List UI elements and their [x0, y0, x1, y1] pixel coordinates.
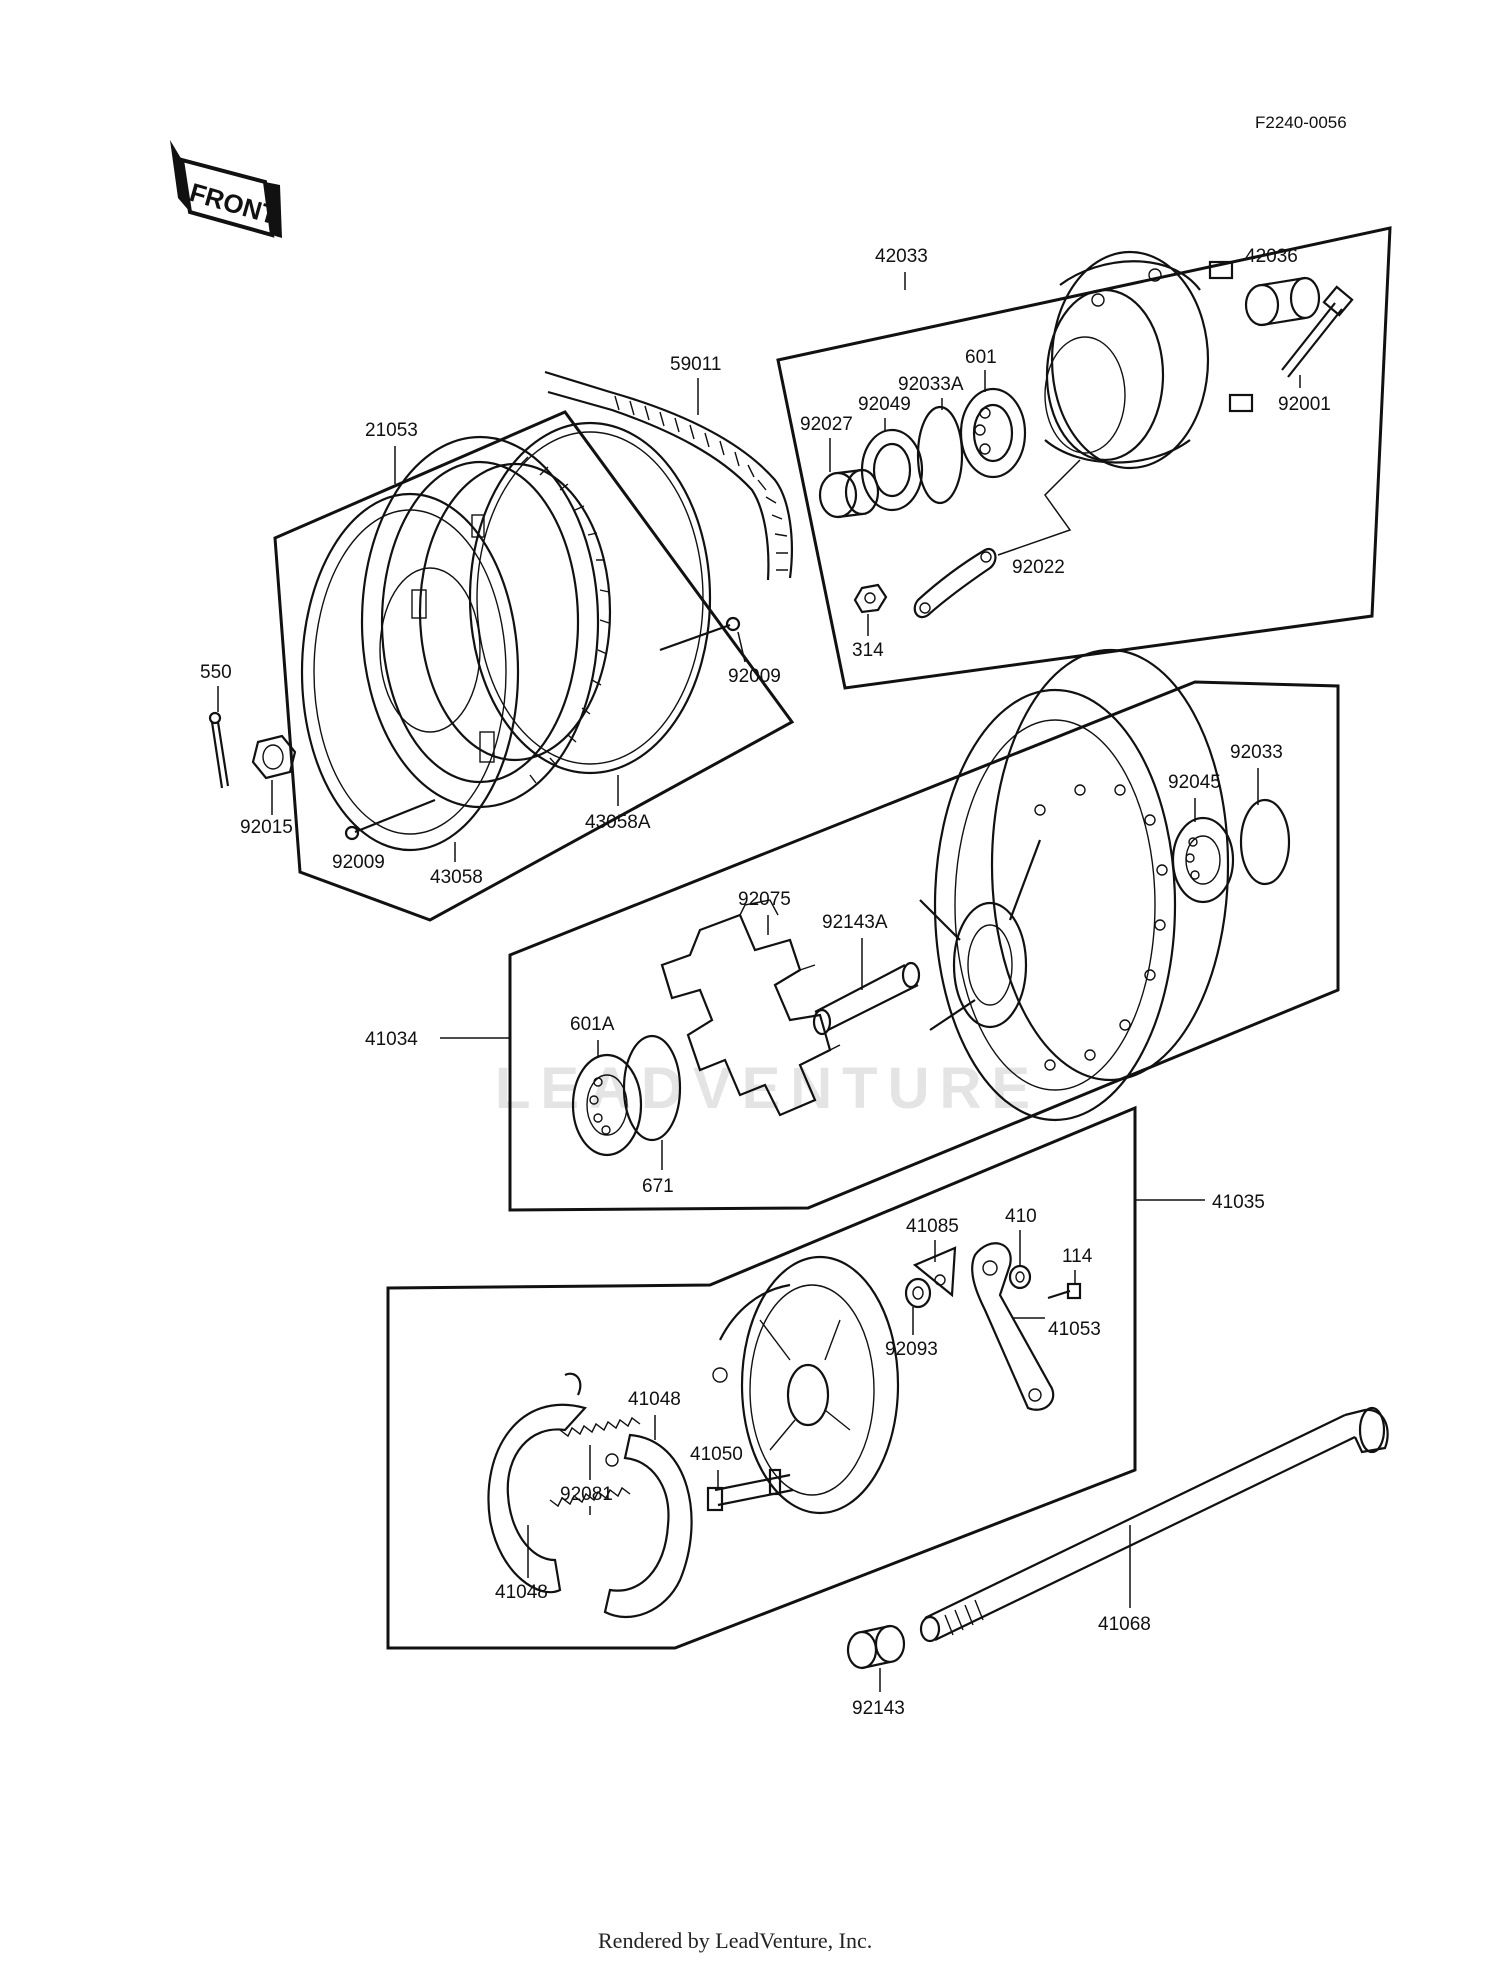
bushing-42036	[1244, 276, 1321, 327]
bolt-92001	[1281, 285, 1354, 378]
nut-314	[853, 583, 888, 614]
coupling-hub-42033	[1044, 250, 1254, 470]
label-92001: 92001	[1278, 394, 1331, 415]
front-direction-badge: FRONT	[170, 140, 282, 238]
label-92093: 92093	[885, 1339, 938, 1360]
circlip-92033	[1239, 798, 1291, 886]
label-92033A: 92033A	[898, 374, 964, 395]
axle-41068	[919, 1406, 1389, 1643]
label-41048-right: 41048	[628, 1389, 681, 1410]
washer-410	[1008, 1264, 1032, 1290]
label-41068: 41068	[1098, 1614, 1151, 1635]
label-41035: 41035	[1212, 1192, 1265, 1213]
brake-shoe-41048-left	[487, 1372, 588, 1594]
label-21053: 21053	[365, 420, 418, 441]
leader-92009-upper	[737, 631, 746, 663]
cam-41050	[706, 1468, 794, 1512]
ring-43058A	[468, 421, 712, 775]
drive-belt-59011	[544, 370, 793, 581]
label-92033: 92033	[1230, 742, 1283, 763]
label-43058: 43058	[430, 867, 483, 888]
bearing-601A	[571, 1053, 643, 1157]
label-92081: 92081	[560, 1484, 613, 1505]
collar-92027	[818, 468, 880, 519]
label-59011: 59011	[670, 354, 721, 375]
rear-sprocket-21053	[360, 435, 612, 809]
bearing-92045	[1171, 816, 1235, 904]
label-410: 410	[1005, 1206, 1037, 1227]
oil-seal-92049	[860, 428, 924, 512]
castle-nut-92015	[251, 734, 297, 780]
label-92022: 92022	[1012, 557, 1065, 578]
footer-credit: Rendered by LeadVenture, Inc.	[598, 1928, 872, 1953]
bolt-114	[1047, 1282, 1082, 1300]
collar-92143	[846, 1624, 906, 1670]
brake-panel-41035	[712, 1255, 900, 1515]
group-box-42033	[776, 226, 1392, 690]
lock-plate-92022	[913, 459, 1081, 619]
label-41085: 41085	[906, 1216, 959, 1237]
label-92009-lower: 92009	[332, 852, 385, 873]
bolt-92009-lower	[344, 798, 436, 841]
bearing-601	[959, 387, 1027, 479]
label-92015: 92015	[240, 817, 293, 838]
label-114: 114	[1062, 1246, 1093, 1267]
lever-41053	[971, 1242, 1055, 1411]
brake-shoe-41048-right	[603, 1433, 693, 1619]
cotter-pin-550	[208, 711, 230, 789]
wheel-hub-41034	[919, 648, 1230, 1122]
washer-92093	[904, 1277, 932, 1309]
group-box-41034	[508, 680, 1340, 1212]
sleeve-92143A	[812, 961, 921, 1036]
label-92143: 92143	[852, 1698, 905, 1719]
label-42036: 42036	[1245, 246, 1298, 267]
damper-92075	[660, 899, 841, 1117]
group-box-21053	[273, 410, 795, 922]
label-92045: 92045	[1168, 772, 1221, 793]
o-ring-671	[622, 1034, 682, 1142]
group-box-41035	[386, 1105, 1137, 1650]
label-92049: 92049	[858, 394, 911, 415]
bolt-92009-upper	[659, 616, 741, 652]
label-92009-upper: 92009	[728, 666, 781, 687]
ring-43058	[300, 492, 520, 852]
spring-92081	[549, 1416, 641, 1508]
label-671: 671	[642, 1176, 674, 1197]
label-41034: 41034	[365, 1029, 418, 1050]
label-41048-left: 41048	[495, 1582, 548, 1603]
label-601: 601	[965, 347, 997, 368]
label-92027: 92027	[800, 414, 853, 435]
label-314: 314	[852, 640, 884, 661]
label-41050: 41050	[690, 1444, 743, 1465]
label-92075: 92075	[738, 889, 791, 910]
label-41053: 41053	[1048, 1319, 1101, 1340]
label-42033: 42033	[875, 246, 928, 267]
label-92143A: 92143A	[822, 912, 888, 933]
diagram-code: F2240-0056	[1255, 113, 1347, 132]
label-43058A: 43058A	[585, 812, 651, 833]
label-550: 550	[200, 662, 232, 683]
label-601A: 601A	[570, 1014, 615, 1035]
circlip-92033A	[916, 405, 964, 505]
